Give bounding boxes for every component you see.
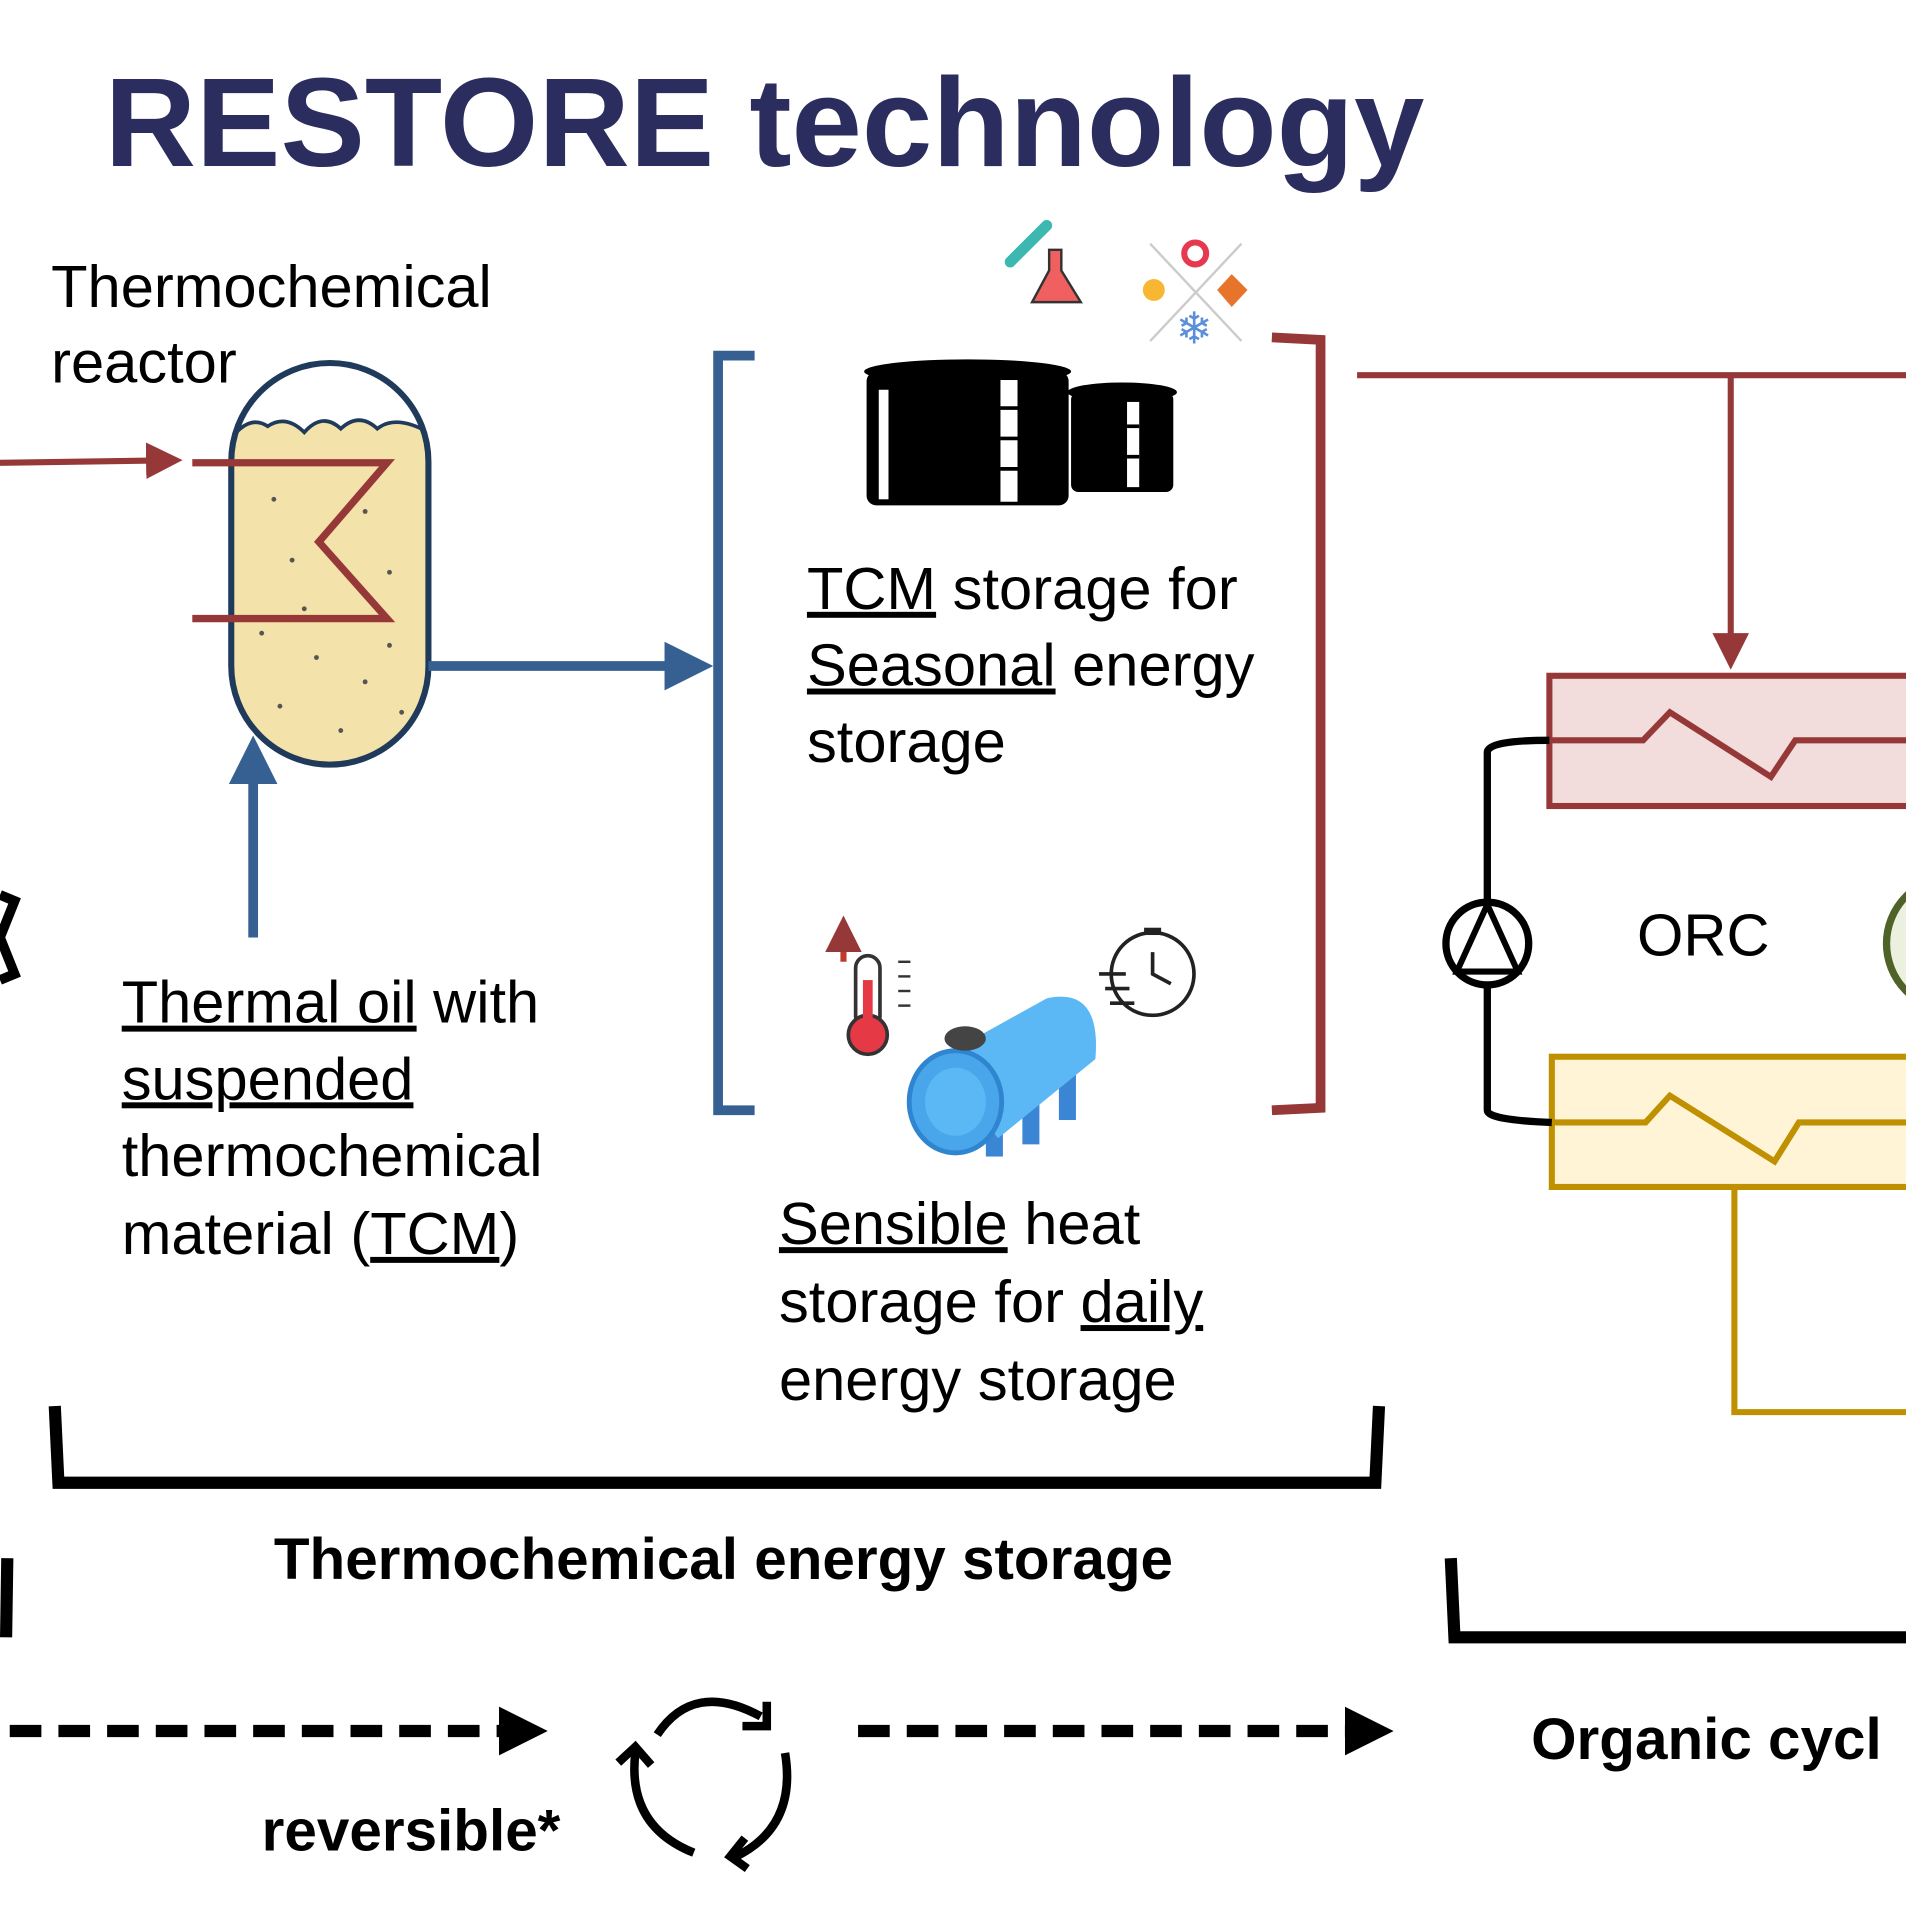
- condenser: [1548, 1053, 1906, 1191]
- evaporator: [1546, 672, 1906, 810]
- orc-section-label: Organic cycl: [1531, 1707, 1882, 1772]
- stopwatch-icon: [1099, 927, 1196, 1018]
- tcm-storage-text-3: storage: [807, 708, 1006, 775]
- tes-section-bracket: [48, 1405, 1386, 1489]
- sensible-storage-text-3: energy storage: [779, 1346, 1177, 1413]
- thermochemical-reactor: [192, 359, 432, 768]
- recycle-icon: [615, 1697, 792, 1873]
- orc-section-bracket: [1444, 1557, 1906, 1644]
- left-section-bracket: [0, 1558, 14, 1638]
- generator-icon: [1882, 891, 1906, 996]
- svg-text:❄: ❄: [1176, 305, 1213, 354]
- sensible-tank-icon: [906, 996, 1097, 1157]
- storage-bracket-blue: [713, 350, 755, 1116]
- sensible-storage-text-2: storage for daily: [779, 1268, 1203, 1335]
- reversible-label: reversible*: [262, 1798, 561, 1863]
- tcm-storage-text-2: Seasonal energy: [807, 632, 1255, 699]
- flask-icon: [1004, 219, 1083, 304]
- pump-icon: [1442, 897, 1533, 989]
- orc-label: ORC: [1637, 902, 1770, 969]
- cooling-line: [1731, 1186, 1906, 1416]
- thermometer-icon: [825, 915, 911, 1057]
- reactor-label: Thermochemical: [51, 253, 492, 320]
- page-title: RESTORE technology: [105, 51, 1425, 193]
- reactor-label-2: reactor: [51, 328, 237, 395]
- thermal-oil-text: Thermal oil with: [122, 969, 540, 1036]
- thermal-oil-text-2: suspended: [122, 1045, 414, 1112]
- tes-section-label: Thermochemical energy storage: [274, 1527, 1173, 1592]
- tcm-storage-text: TCM storage for: [807, 555, 1238, 622]
- sensible-storage-text: Sensible heat: [779, 1190, 1141, 1257]
- storage-tanks-icon: [864, 359, 1177, 506]
- thermal-oil-text-3: thermochemical: [122, 1122, 543, 1189]
- heat-supply-line: [1357, 372, 1906, 657]
- left-element-fragment: [0, 890, 21, 985]
- seasons-icon: ❄: [1142, 239, 1248, 354]
- storage-bracket-red: [1271, 332, 1326, 1116]
- heat-input-arrow: [0, 442, 183, 479]
- thermal-oil-text-4: material (TCM): [122, 1200, 520, 1267]
